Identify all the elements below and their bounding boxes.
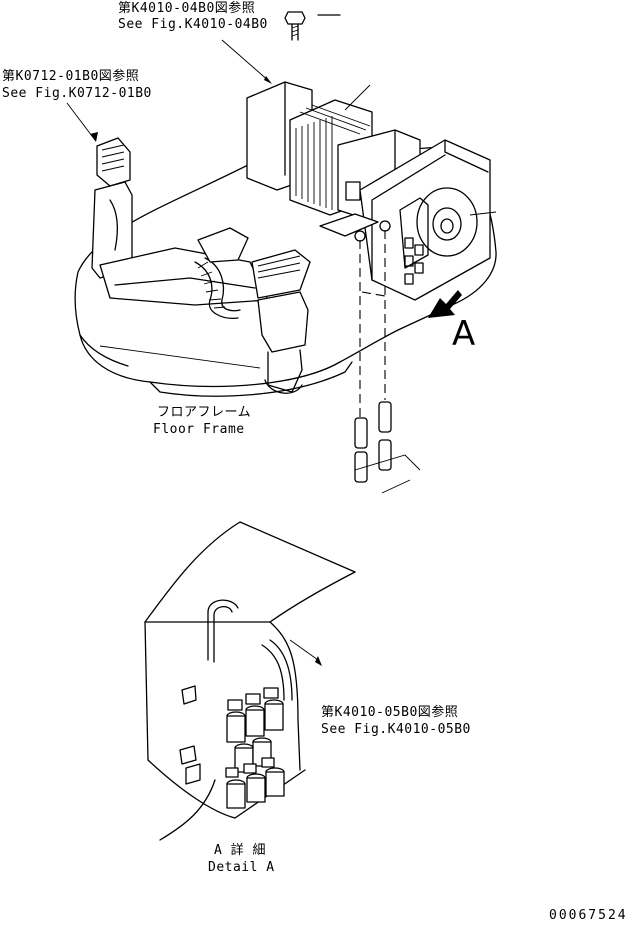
view-marker-a: A (452, 314, 476, 354)
callout-k0712-01b0-jp: 第K0712-01B0図参照 (2, 69, 140, 84)
detail-a-label-jp: A 詳 細 (214, 843, 266, 858)
detail-a-label-en: Detail A (208, 860, 275, 875)
callout-k4010-05b0-en: See Fig.K4010-05B0 (321, 722, 471, 737)
callout-k0712-01b0-en: See Fig.K0712-01B0 (2, 86, 152, 101)
hidden-lines (359, 230, 386, 440)
callout-k4010-05b0-jp: 第K4010-05B0図参照 (321, 705, 459, 720)
drawing-number: 00067524 (549, 908, 628, 923)
mounting-bolt (284, 11, 341, 41)
callout-k4010-04b0-en: See Fig.K4010-04B0 (118, 17, 268, 32)
view-arrow-a (428, 290, 462, 318)
air-conditioner-unit (246, 81, 491, 301)
floor-frame-label-en: Floor Frame (153, 422, 245, 437)
rod-parts (354, 401, 421, 483)
leader-lines (66, 39, 497, 661)
detail-a-drawing (144, 521, 356, 841)
duct-system (91, 137, 311, 394)
callout-k4010-04b0-jp: 第K4010-04B0図参照 (118, 1, 256, 16)
floor-frame-label-jp: フロアフレーム (157, 405, 252, 420)
